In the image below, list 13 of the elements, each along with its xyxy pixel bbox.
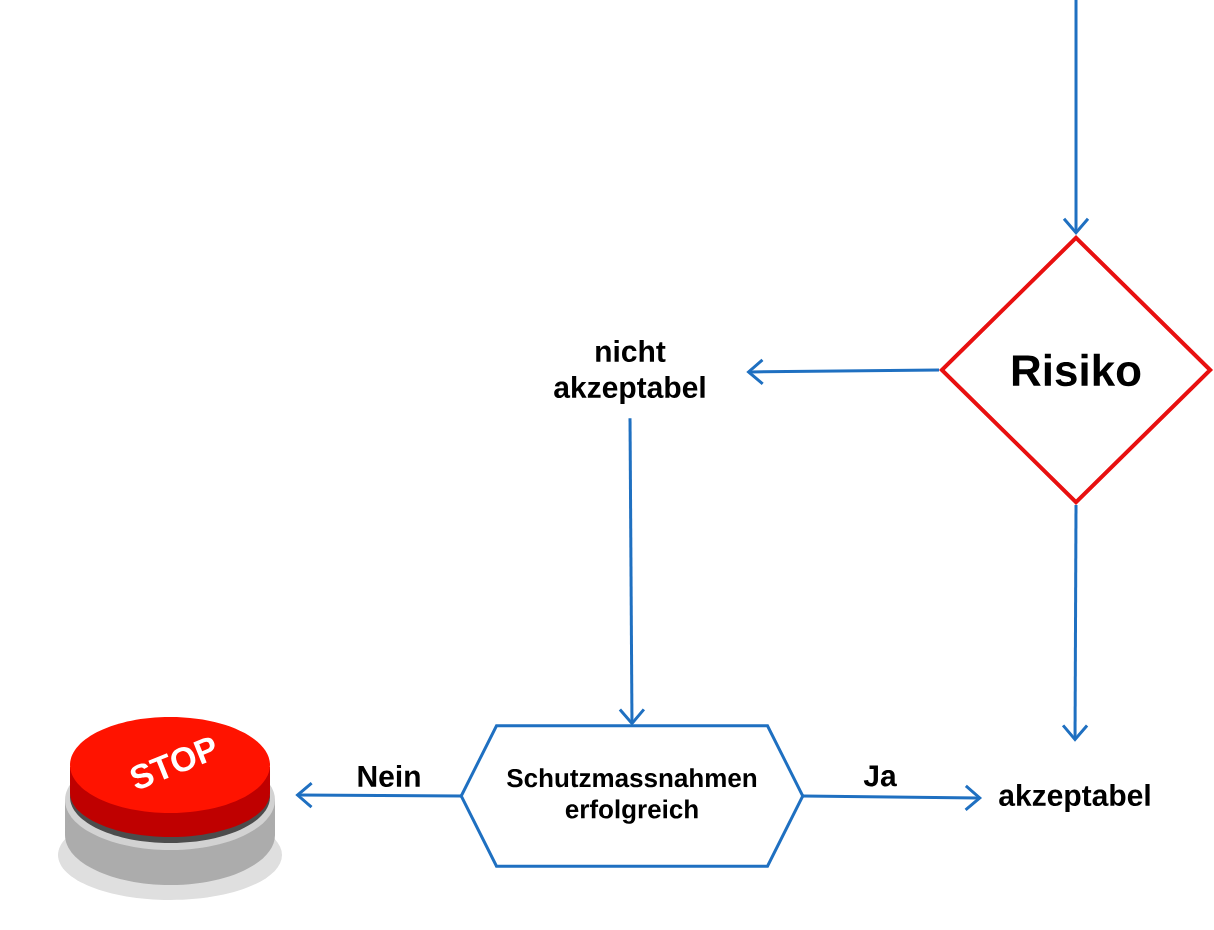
hexagon-box: Schutzmassnahmen erfolgreich — [459, 724, 805, 868]
arrow — [802, 784, 983, 811]
arrow — [618, 418, 646, 726]
arrow — [295, 781, 462, 809]
node-label: STOP — [130, 737, 215, 789]
edge-label: Ja — [862, 764, 898, 788]
arrow — [1061, 505, 1089, 742]
edge-label: Nein — [355, 763, 423, 789]
arrow — [1062, 0, 1090, 235]
outcome-label: akzeptabel — [999, 784, 1150, 812]
arrow — [746, 358, 940, 385]
outcome-label: nicht akzeptabel — [554, 340, 705, 404]
stop-button: STOP — [58, 717, 282, 900]
